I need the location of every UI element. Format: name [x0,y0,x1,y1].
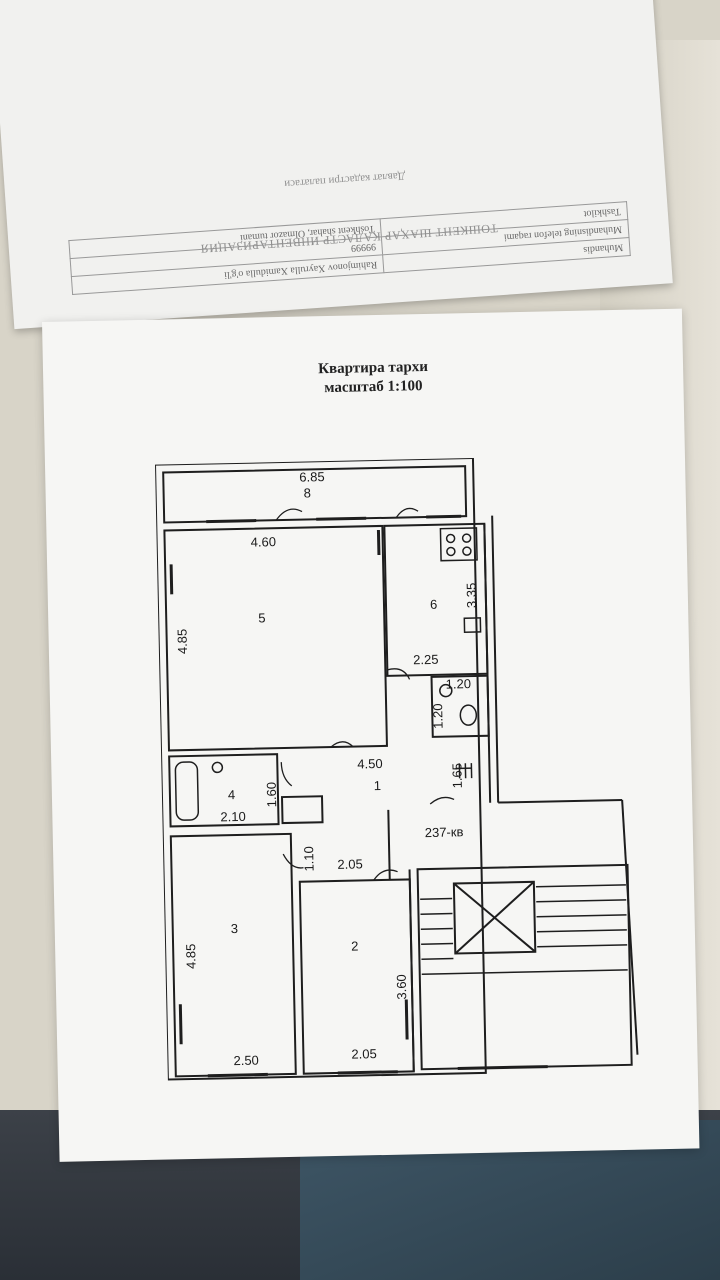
fixtures [174,527,482,821]
wall-line [387,809,391,880]
dim-room5-height: 4.85 [174,629,190,655]
wall-line [483,523,492,803]
dim-room3-height: 4.85 [183,944,199,970]
closet-wall [280,795,324,825]
dim-hall-height: 1.65 [449,763,465,789]
dim-room4-height: 1.60 [264,782,280,808]
stair-treads [420,884,628,975]
dim-wc-height: 1.20 [430,703,446,729]
floor-plan-page: Квартира тархи масштаб 1:100 [42,308,700,1162]
elevator-cross [454,881,535,955]
back-page-subheading: Давлат кадастри палатаси [283,169,406,190]
wc-sink-icon [439,683,453,698]
dim-room4-width: 2.10 [220,809,246,825]
room-4-wall [168,753,280,828]
outer-wall [155,456,487,1081]
room-label-1: 1 [374,778,382,793]
dim-wc-width: 1.20 [446,676,472,692]
dim-room6-height: 3.35 [464,583,480,609]
stove-icon [439,527,478,562]
door-arcs [275,507,455,881]
washbasin-icon [211,761,224,774]
dim-corridor-width: 2.05 [337,856,363,872]
sink-icon [463,617,482,633]
elevator-box [452,880,537,955]
bathtub-icon [174,761,200,821]
room-label-3: 3 [231,921,239,936]
floor-plan-drawing: 8 5 6 1 4 3 2 6.85 4.60 4.85 3.35 2.25 1… [155,456,639,1081]
room-label-6: 6 [430,597,438,612]
wall-line [408,869,415,1072]
apartment-number: 237-кв [425,824,464,840]
room-label-5: 5 [258,610,266,625]
balcony-wall [162,465,468,524]
back-page-content: Muhandis Rahimjonov Xayrulla Xamidulla o… [54,0,631,305]
toilet-icon [459,704,478,726]
dim-room3-width: 2.50 [233,1053,259,1069]
room-5-wall [163,524,388,752]
window-marks [169,514,548,1078]
back-page: Muhandis Rahimjonov Xayrulla Xamidulla o… [0,0,673,330]
wall-line [491,515,500,803]
dim-room2-height: 3.60 [394,974,410,1000]
dim-room2-width: 2.05 [351,1046,377,1062]
dim-corridor-height: 1.10 [301,846,317,872]
room-label-2: 2 [351,939,359,954]
stairwell-wall [416,863,633,1071]
room-label-8: 8 [303,485,311,500]
dim-room5-width: 4.60 [250,534,276,550]
room-label-4: 4 [228,787,236,802]
dim-balcony-width: 6.85 [299,469,325,485]
wall-line [498,798,623,804]
dim-hall-width: 4.50 [357,756,383,772]
dim-room6-width: 2.25 [413,652,439,668]
